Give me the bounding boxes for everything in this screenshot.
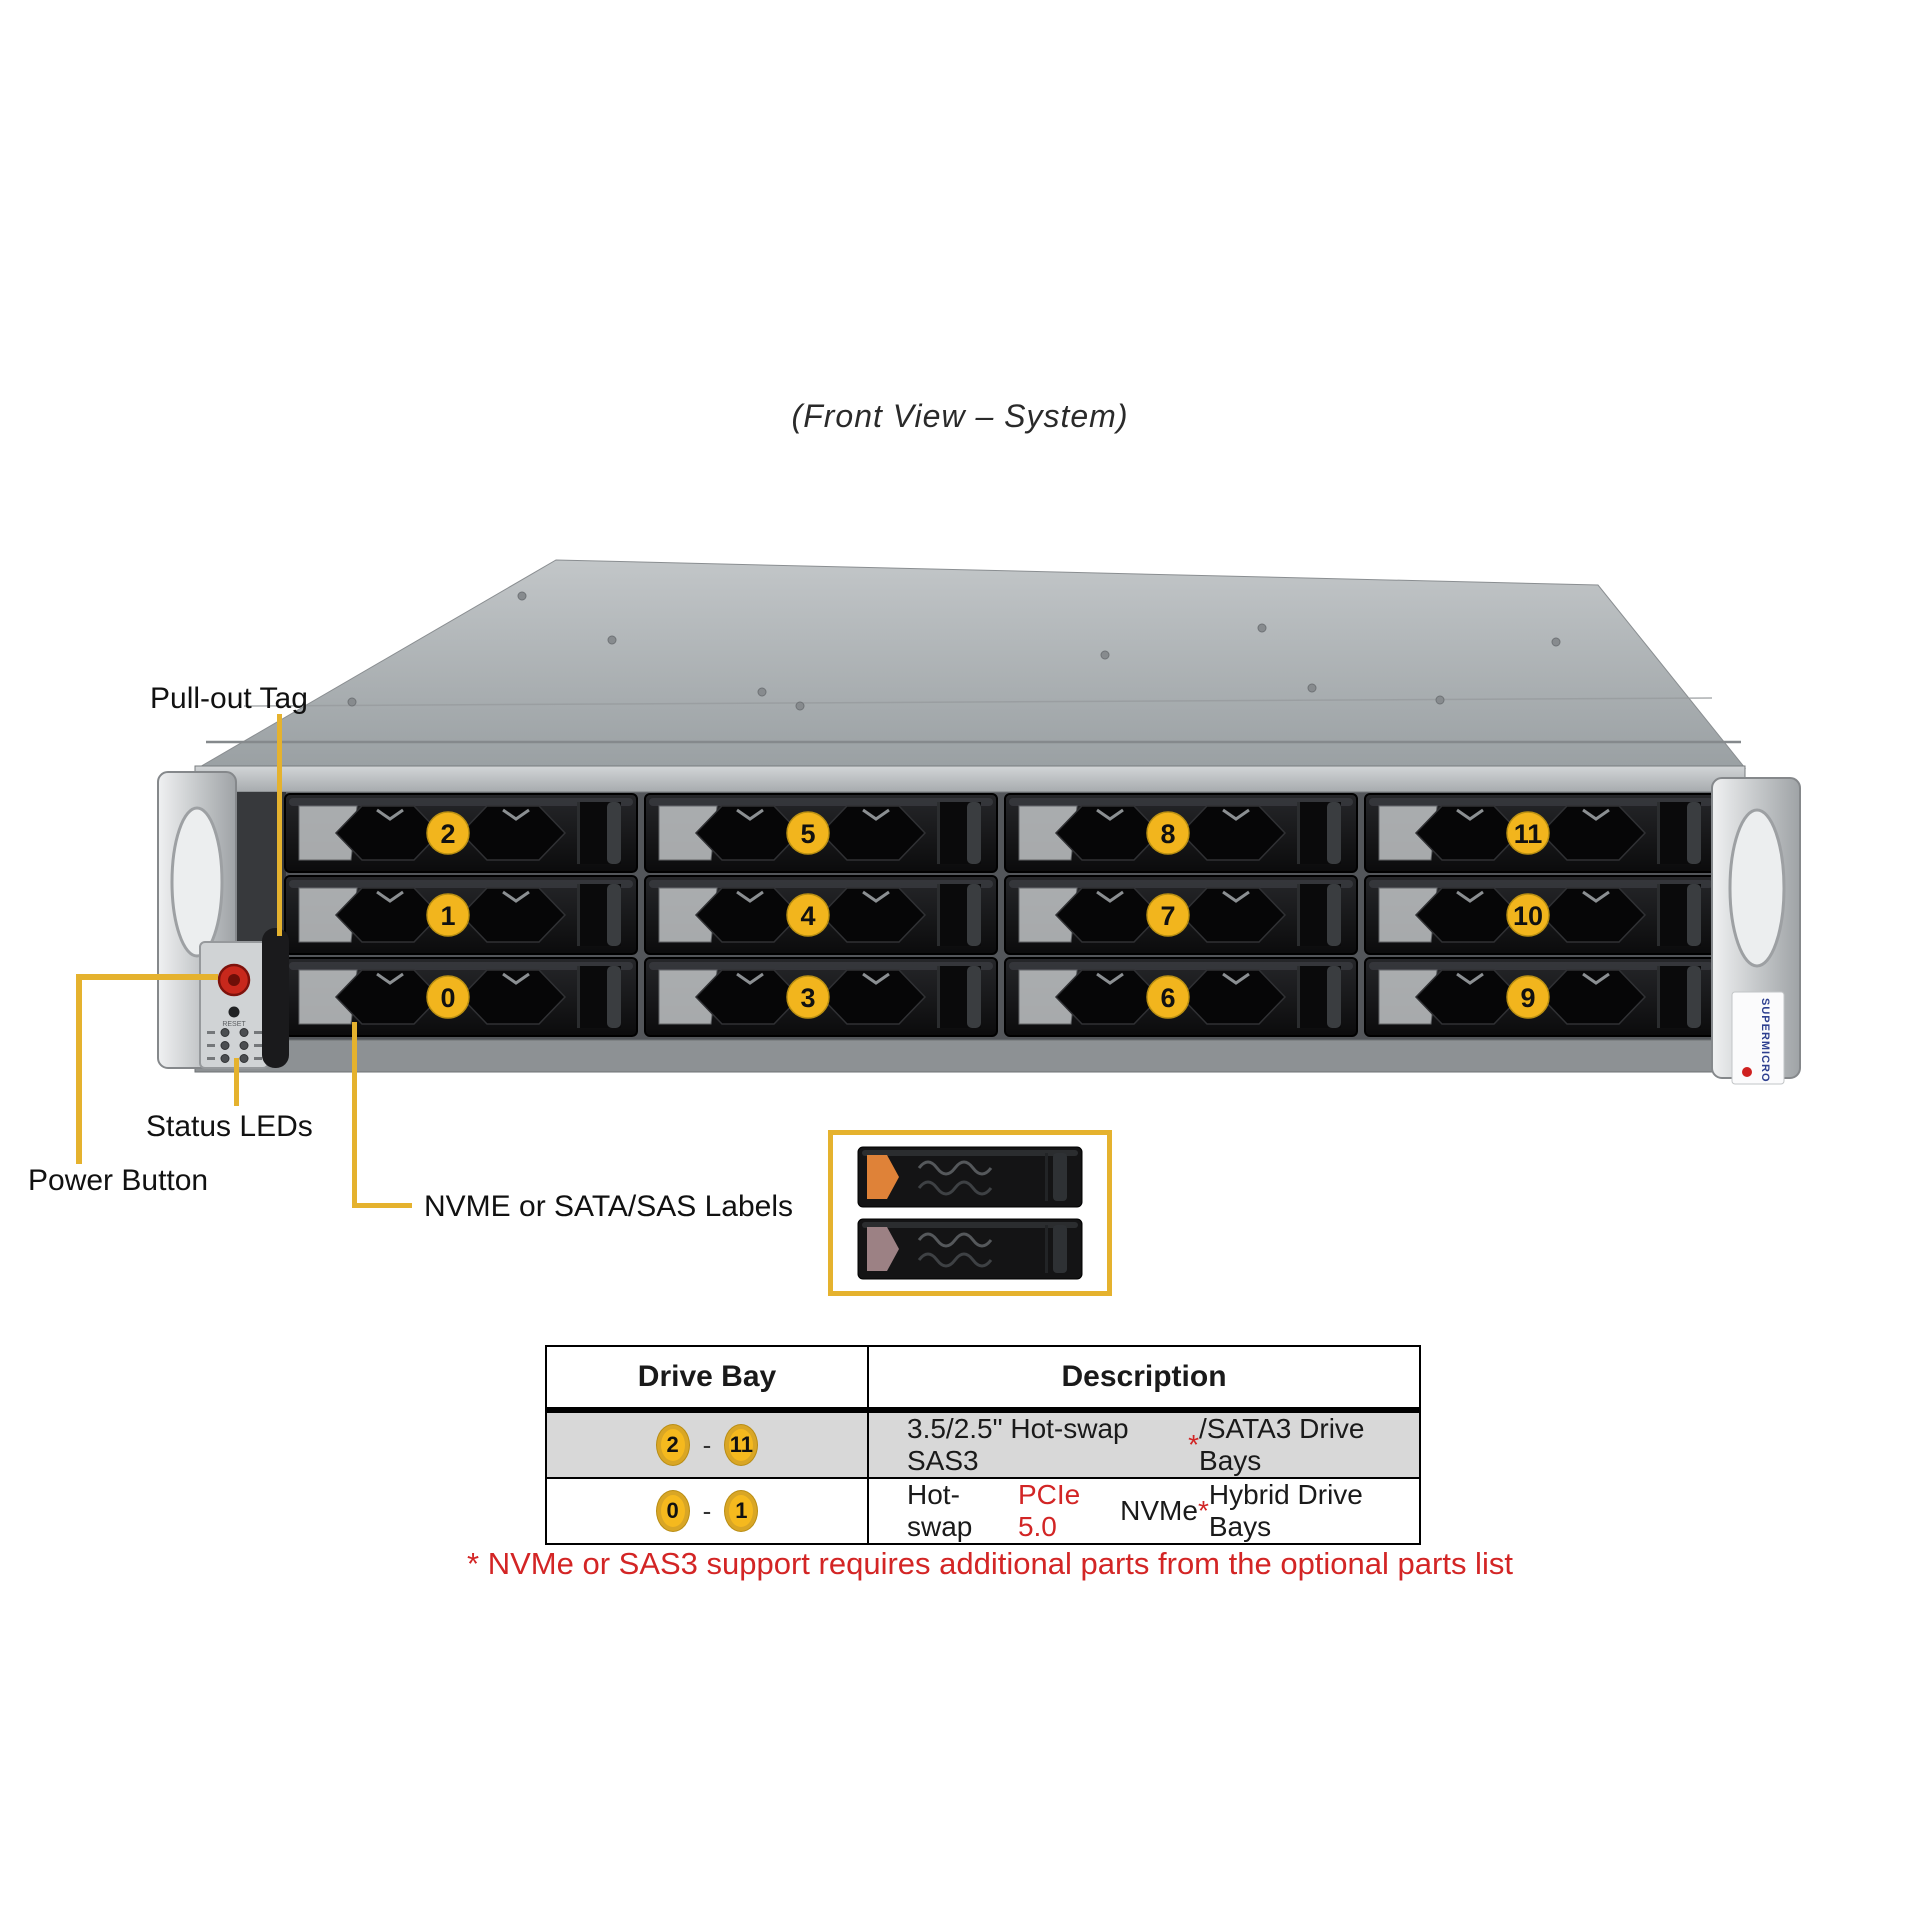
power-button-callout-line-v (76, 974, 82, 1164)
drive-bay-tray: 8 (1003, 792, 1359, 874)
drive-bay-grid: 2 1 0 5 4 3 (283, 792, 1719, 1038)
chassis-lid (196, 559, 1747, 769)
drive-bay-tray: 6 (1003, 956, 1359, 1038)
drive-bay-tray: 3 (643, 956, 999, 1038)
diagram-caption: (Front View – System) (791, 398, 1129, 434)
front-top-rail (194, 765, 1746, 793)
tray-inset-box (828, 1130, 1112, 1296)
pull-out-tag (262, 928, 289, 1068)
callout-label-power-button: Power Button (28, 1164, 209, 1197)
drive-bay-tray: 11 (1363, 792, 1719, 874)
bay-number: 8 (1160, 819, 1175, 849)
bay-number: 4 (800, 901, 815, 931)
bay-number-badge (1146, 811, 1190, 855)
nvme-labels-callout-line-v (352, 1022, 357, 1208)
description-text: /SATA3 Drive Bays (1199, 1413, 1365, 1476)
description-asterisk: * (1197, 1495, 1209, 1526)
bay-number: 11 (1514, 819, 1543, 849)
supermicro-logo: SUPERMICRO (1759, 998, 1771, 1083)
server-illustration: 2 1 0 5 4 3 (157, 559, 1801, 1085)
tray-inset-nvme (857, 1146, 1083, 1208)
bay-number: 3 (800, 983, 815, 1013)
bay-number: 2 (440, 819, 455, 849)
bay-badge: 0 (656, 1491, 689, 1531)
drive-bay-tray: 0 (283, 956, 639, 1038)
sata-label-tab (867, 1227, 899, 1271)
callout-label-status-leds: Status LEDs (146, 1110, 313, 1143)
description-cell: Hot-swap PCIe 5.0 NVMe* Hybrid Drive Bay… (869, 1479, 1419, 1543)
bay-number-badge (786, 893, 830, 937)
description-text: 3.5/2.5" Hot-swap SAS3 (907, 1413, 1129, 1476)
bay-range-cell: 0 - 1 (547, 1479, 869, 1543)
bay-number-badge (1146, 893, 1190, 937)
drive-bay-table: Drive Bay Description 2 - 11 3.5/2.5" Ho… (545, 1345, 1421, 1545)
bay-number-badge (426, 811, 470, 855)
bay-number-badge (426, 893, 470, 937)
footnote: * NVMe or SAS3 support requires addition… (467, 1546, 1513, 1581)
description-asterisk: * (1188, 1429, 1200, 1460)
bay-number-badge (1506, 975, 1550, 1019)
brand-red-dot (1742, 1067, 1752, 1077)
bay-number: 5 (800, 819, 815, 849)
bay-number: 10 (1513, 901, 1543, 931)
lid-screws (347, 591, 1561, 711)
bay-badge: 1 (725, 1491, 758, 1531)
callout-label-pull-out-tag: Pull-out Tag (150, 682, 308, 715)
front-bottom-rail (194, 1039, 1746, 1073)
nvme-label-tab (867, 1155, 899, 1199)
power-button-center (228, 974, 240, 986)
drive-bay-tray: 10 (1363, 874, 1719, 956)
bay-badge: 11 (725, 1425, 758, 1465)
range-dash: - (702, 1495, 712, 1526)
bay-badge: 2 (656, 1425, 689, 1465)
lid-seam-2 (243, 697, 1713, 707)
drive-bay-tray: 4 (643, 874, 999, 956)
table-header-description: Description (1061, 1360, 1227, 1393)
control-panel: RESET (199, 941, 269, 1069)
description-cell: 3.5/2.5" Hot-swap SAS3 */SATA3 Drive Bays (869, 1413, 1419, 1477)
description-text: NVMe (1120, 1495, 1198, 1526)
drive-bay-tray: 1 (283, 874, 639, 956)
right-ear-handle: SUPERMICRO (1711, 777, 1801, 1085)
range-dash: - (702, 1429, 712, 1460)
drive-bay-tray: 5 (643, 792, 999, 874)
description-highlight: PCIe 5.0 (1017, 1479, 1081, 1542)
bay-number-badge (426, 975, 470, 1019)
pullout-tag-callout-line (277, 714, 282, 936)
bay-range-cell: 2 - 11 (547, 1413, 869, 1477)
bay-number-badge (786, 811, 830, 855)
brand-label-plate (1731, 991, 1785, 1085)
drive-bay-tray: 9 (1363, 956, 1719, 1038)
table-header-row: Drive Bay Description (547, 1347, 1419, 1413)
description-text: Hybrid Drive Bays (1208, 1479, 1363, 1542)
nvme-labels-callout-line-h (352, 1203, 412, 1208)
bay-number: 0 (440, 983, 455, 1013)
tray-inset-sata (857, 1218, 1083, 1280)
table-row: 0 - 1 Hot-swap PCIe 5.0 NVMe* Hybrid Dri… (547, 1479, 1419, 1543)
bay-number: 7 (1160, 901, 1175, 931)
status-leds-callout-line (234, 1058, 239, 1106)
drive-bay-tray: 7 (1003, 874, 1359, 956)
bay-number-badge (1506, 893, 1550, 937)
bay-number: 1 (440, 901, 455, 931)
table-header-drive-bay: Drive Bay (547, 1347, 869, 1407)
reset-label: RESET (222, 1021, 246, 1028)
bay-number-badge (1146, 975, 1190, 1019)
table-row: 2 - 11 3.5/2.5" Hot-swap SAS3 */SATA3 Dri… (547, 1413, 1419, 1479)
callout-label-nvme-labels: NVME or SATA/SAS Labels (424, 1190, 794, 1223)
bay-number-badge (786, 975, 830, 1019)
description-text: Hot-swap (907, 1479, 973, 1542)
power-button-callout-line-h (76, 974, 218, 980)
reset-button (228, 1006, 240, 1018)
drive-bay-tray: 2 (283, 792, 639, 874)
bay-number: 9 (1520, 983, 1535, 1013)
bay-number-badge (1506, 811, 1550, 855)
bay-number: 6 (1160, 983, 1175, 1013)
